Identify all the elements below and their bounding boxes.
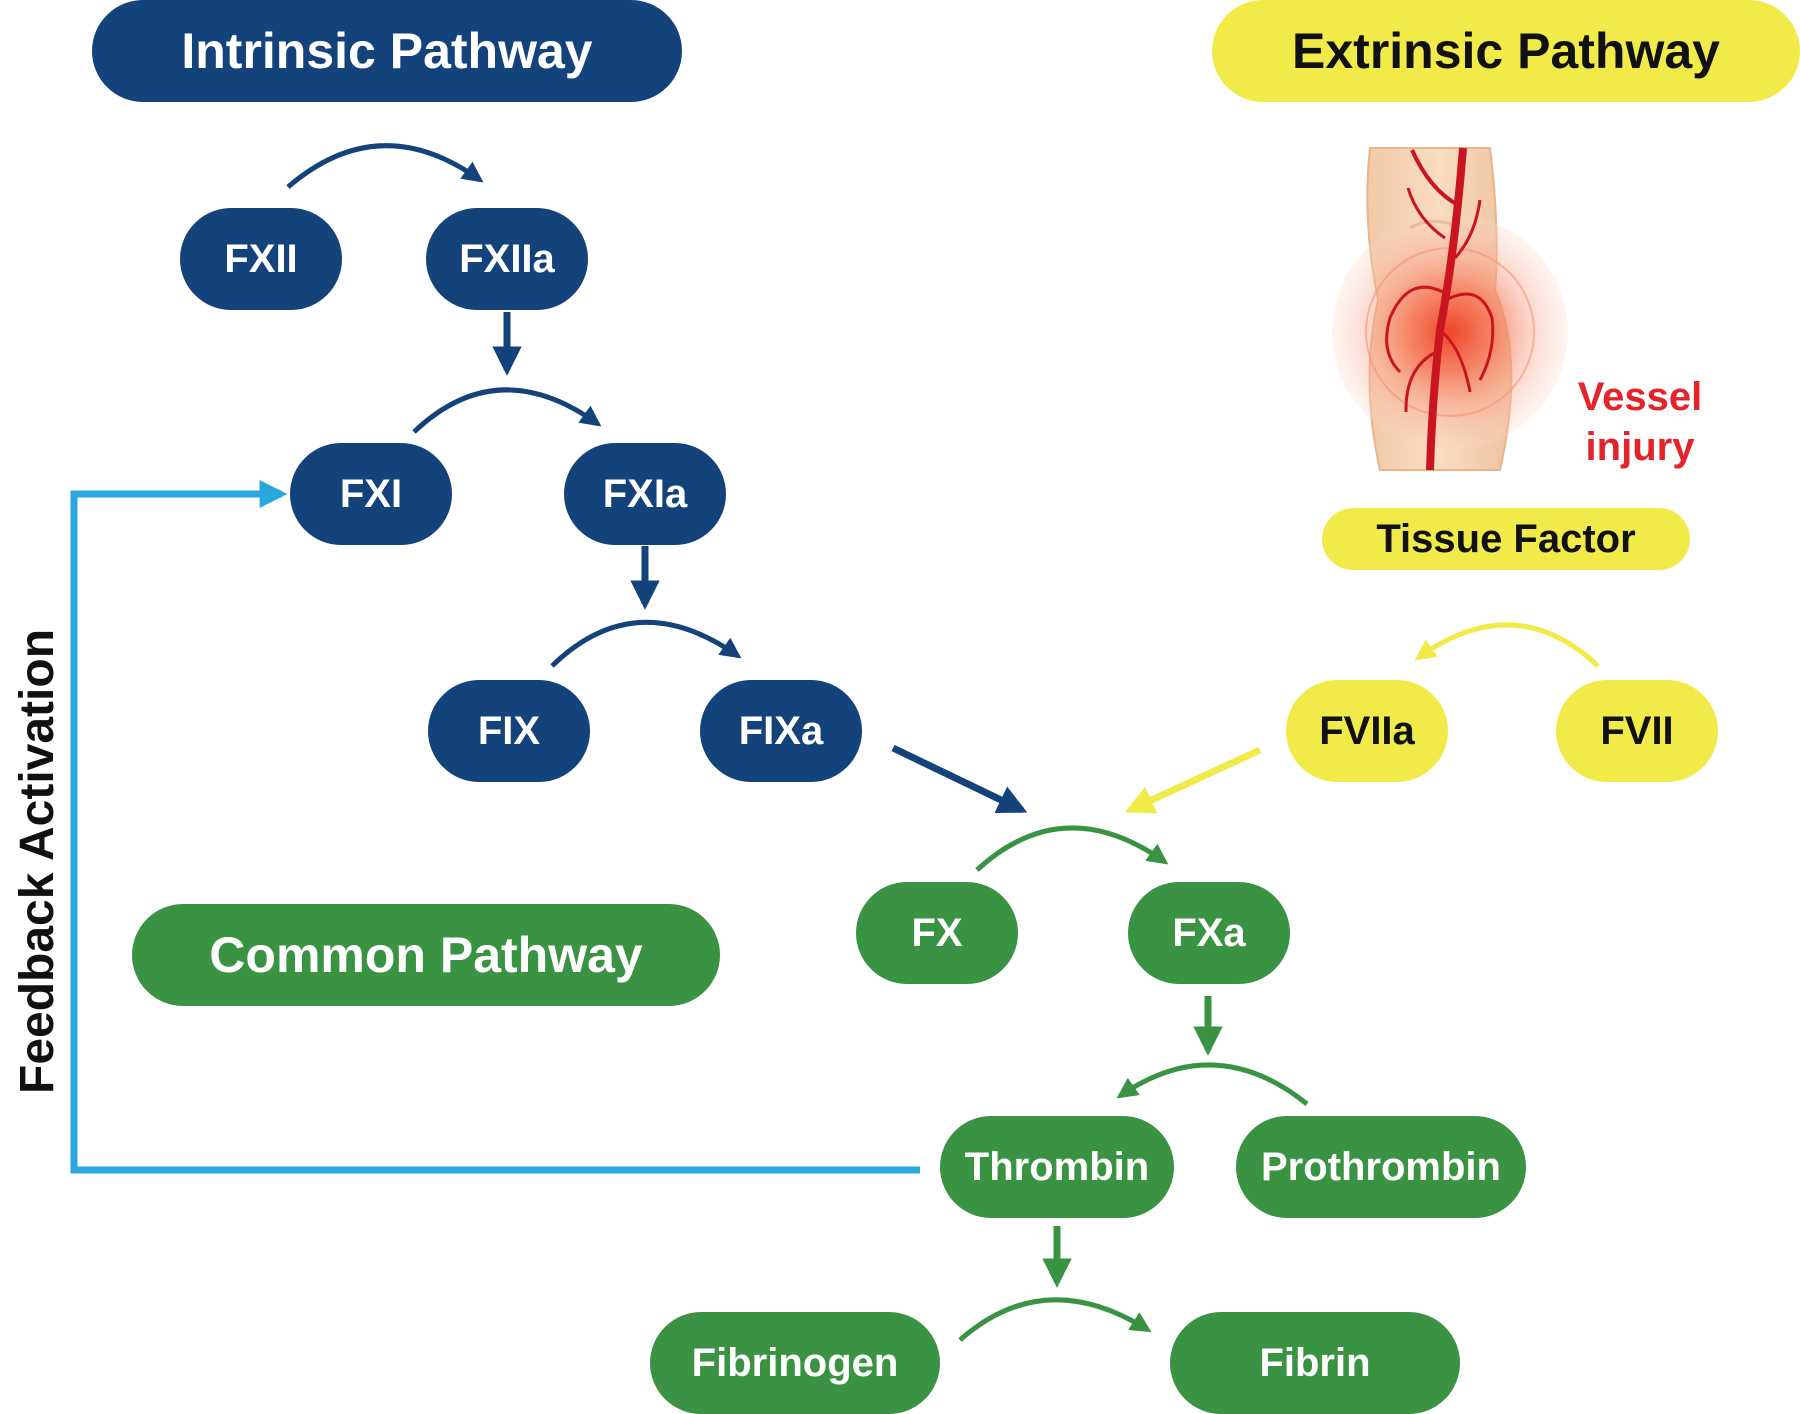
factor-fvii: FVII — [1556, 680, 1718, 782]
vessel-injury-illustration — [1332, 147, 1568, 471]
feedback-activation-label-wrap: Feedback Activation — [10, 629, 64, 1095]
arrow-fix-to-fixa — [550, 619, 742, 668]
arrow-fibrinogen-to-fibrin — [958, 1297, 1152, 1342]
factor-fxii: FXII — [180, 208, 342, 310]
arrow-fvii-to-fviia — [1414, 622, 1600, 668]
vessel-injury-label: Vessel injury — [1560, 372, 1720, 472]
factor-fix: FIX — [428, 680, 590, 782]
factor-fxiia: FXIIa — [426, 208, 588, 310]
arrow-fixa-to-fx — [891, 744, 1028, 814]
factor-fviia: FVIIa — [1286, 680, 1448, 782]
arrow-prothrombin-to-thrombin — [1116, 1062, 1309, 1106]
arrow-fxii-to-fxiia — [286, 143, 484, 189]
factor-fxia: FXIa — [564, 443, 726, 545]
factor-prothrombin: Prothrombin — [1236, 1116, 1526, 1218]
factor-fixa: FIXa — [700, 680, 862, 782]
arrow-fviia-to-fx — [1124, 746, 1262, 814]
vessel-injury-line2: injury — [1585, 425, 1695, 469]
factor-fibrinogen: Fibrinogen — [650, 1312, 940, 1414]
factor-fx: FX — [856, 882, 1018, 984]
intrinsic-pathway-title: Intrinsic Pathway — [92, 0, 682, 102]
vessel-injury-line1: Vessel — [1577, 375, 1703, 419]
factor-fxa: FXa — [1128, 882, 1290, 984]
factor-fibrin: Fibrin — [1170, 1312, 1460, 1414]
extrinsic-pathway-title: Extrinsic Pathway — [1212, 0, 1800, 102]
factor-thrombin: Thrombin — [940, 1116, 1174, 1218]
feedback-activation-line — [70, 480, 920, 1174]
factor-fxi: FXI — [290, 443, 452, 545]
tissue-factor-label: Tissue Factor — [1322, 508, 1690, 570]
arrow-fxi-to-fxia — [412, 387, 602, 434]
arrow-fx-to-fxa — [975, 825, 1169, 872]
feedback-activation-label: Feedback Activation — [11, 628, 64, 1094]
common-pathway-title: Common Pathway — [132, 904, 720, 1006]
